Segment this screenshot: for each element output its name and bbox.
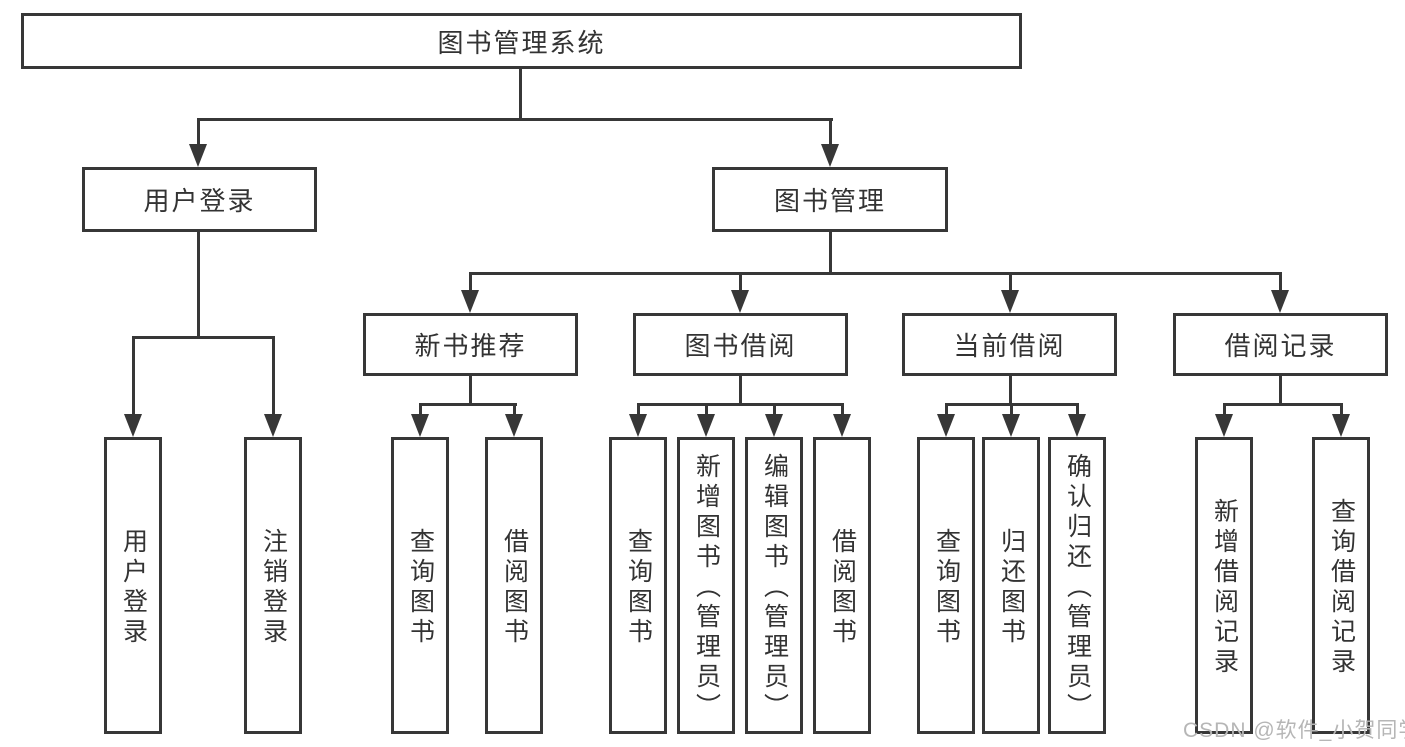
node-label: 借阅记录 — [1224, 331, 1337, 361]
connector-stub — [1009, 375, 1012, 406]
arrowhead — [1271, 290, 1289, 313]
arrowhead — [1002, 414, 1020, 437]
arrowhead — [1332, 414, 1350, 437]
arrowhead — [1068, 414, 1086, 437]
connector-shaft — [419, 403, 422, 417]
connector-shaft — [1340, 403, 1343, 417]
connector-shaft — [773, 403, 776, 417]
connector-shaft — [272, 336, 275, 416]
node-label: 新书推荐 — [414, 331, 527, 361]
arrowhead — [821, 144, 839, 167]
leaf-edit-books-admin: 编辑图书（管理员） — [745, 437, 803, 734]
connector-branch — [637, 403, 844, 406]
node-new-book-recommendation: 新书推荐 — [363, 313, 578, 376]
watermark-text: CSDN @软件_小贺同学 — [1183, 719, 1405, 742]
node-label: 新增图书（管理员） — [692, 452, 721, 723]
arrowhead — [189, 144, 207, 167]
connector-shaft — [1010, 403, 1013, 417]
node-label: 借阅图书 — [828, 527, 857, 648]
arrowhead — [833, 414, 851, 437]
node-label: 用户登录 — [119, 527, 148, 648]
node-label: 注销登录 — [259, 527, 288, 648]
node-label: 当前借阅 — [953, 331, 1066, 361]
arrowhead — [264, 414, 282, 437]
arrowhead — [937, 414, 955, 437]
connector-shaft — [1279, 272, 1282, 292]
node-user-login: 用户登录 — [82, 167, 317, 232]
connector-root-stub — [519, 68, 522, 121]
connector-user-login-stub — [197, 232, 200, 339]
connector-shaft — [1223, 403, 1226, 417]
node-label: 确认归还（管理员） — [1063, 452, 1092, 723]
arrowhead — [411, 414, 429, 437]
leaf-borrow-books-borrowing: 借阅图书 — [813, 437, 871, 734]
connector-stub — [1279, 375, 1282, 406]
connector-shaft — [841, 403, 844, 417]
connector-branch — [1223, 403, 1342, 406]
leaf-logout: 注销登录 — [244, 437, 302, 734]
node-label: 图书管理 — [773, 186, 886, 216]
connector-shaft — [513, 403, 516, 417]
node-book-borrowing: 图书借阅 — [633, 313, 848, 376]
node-label: 归还图书 — [997, 527, 1026, 648]
leaf-query-books-current: 查询图书 — [917, 437, 975, 734]
arrowhead — [1215, 414, 1233, 437]
leaf-query-books-borrowing: 查询图书 — [609, 437, 667, 734]
node-label: 查询图书 — [624, 527, 653, 648]
connector-shaft — [1076, 403, 1079, 417]
node-label: 查询图书 — [406, 527, 435, 648]
leaf-confirm-return-admin: 确认归还（管理员） — [1048, 437, 1106, 734]
leaf-user-login: 用户登录 — [104, 437, 162, 734]
connector-stub — [469, 375, 472, 406]
connector-shaft — [705, 403, 708, 417]
leaf-query-books-recommend: 查询图书 — [391, 437, 449, 734]
leaf-query-borrow-record: 查询借阅记录 — [1312, 437, 1370, 734]
arrowhead — [731, 290, 749, 313]
arrowhead — [461, 290, 479, 313]
connector-root-branch — [197, 118, 833, 121]
connector-shaft — [739, 272, 742, 292]
connector-book-management-stub — [829, 232, 832, 275]
node-label: 编辑图书（管理员） — [760, 452, 789, 723]
leaf-add-borrow-record: 新增借阅记录 — [1195, 437, 1253, 734]
node-label: 借阅图书 — [500, 527, 529, 648]
connector-stub — [739, 375, 742, 406]
node-label: 查询图书 — [932, 527, 961, 648]
node-label: 新增借阅记录 — [1210, 497, 1239, 678]
connector-book-management-branch — [469, 272, 1282, 275]
connector-shaft — [1009, 272, 1012, 292]
leaf-borrow-books-recommend: 借阅图书 — [485, 437, 543, 734]
connector-shaft — [197, 118, 200, 148]
connector-shaft — [829, 118, 832, 148]
arrowhead — [765, 414, 783, 437]
arrowhead — [124, 414, 142, 437]
node-library-management-system: 图书管理系统 — [21, 13, 1022, 69]
arrowhead — [629, 414, 647, 437]
connector-branch — [419, 403, 517, 406]
node-borrowing-records: 借阅记录 — [1173, 313, 1388, 376]
node-book-management: 图书管理 — [712, 167, 948, 232]
leaf-return-books: 归还图书 — [982, 437, 1040, 734]
node-label: 用户登录 — [143, 186, 256, 216]
connector-shaft — [132, 336, 135, 416]
node-label: 查询借阅记录 — [1327, 497, 1356, 678]
leaf-add-books-admin: 新增图书（管理员） — [677, 437, 735, 734]
arrowhead — [1001, 290, 1019, 313]
node-current-borrowing: 当前借阅 — [902, 313, 1117, 376]
arrowhead — [505, 414, 523, 437]
node-label: 图书管理系统 — [437, 27, 606, 58]
connector-shaft — [469, 272, 472, 292]
connector-shaft — [945, 403, 948, 417]
connector-shaft — [637, 403, 640, 417]
connector-user-login-branch — [132, 336, 275, 339]
arrowhead — [697, 414, 715, 437]
node-label: 图书借阅 — [684, 331, 797, 361]
